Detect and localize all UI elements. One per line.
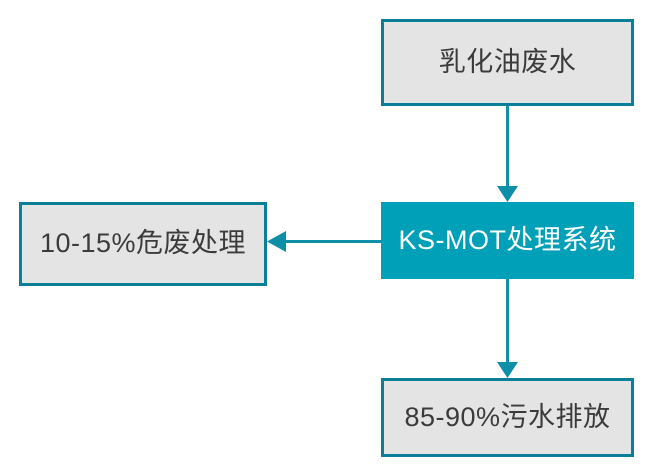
node-source-emulsified-oil-wastewater[interactable]: 乳化油废水	[381, 19, 634, 106]
edge-source-to-process-arrowhead	[497, 186, 518, 202]
edge-process-to-discharge	[497, 279, 518, 378]
node-process-label: KS-MOT处理系统	[398, 224, 617, 255]
node-discharge-label: 85-90%污水排放	[404, 401, 611, 432]
edge-process-to-hazard-arrowhead	[267, 231, 286, 252]
node-output-wastewater-discharge[interactable]: 85-90%污水排放	[381, 378, 634, 457]
node-source-label: 乳化油废水	[438, 46, 577, 77]
node-output-hazardous-waste-treatment[interactable]: 10-15%危废处理	[19, 202, 267, 286]
edge-process-to-discharge-arrowhead	[497, 362, 518, 378]
node-process-ks-mot-system[interactable]: KS-MOT处理系统	[381, 202, 634, 279]
edge-process-to-hazard	[267, 231, 381, 252]
node-hazard-label: 10-15%危废处理	[39, 228, 247, 259]
edge-source-to-process	[497, 106, 518, 202]
